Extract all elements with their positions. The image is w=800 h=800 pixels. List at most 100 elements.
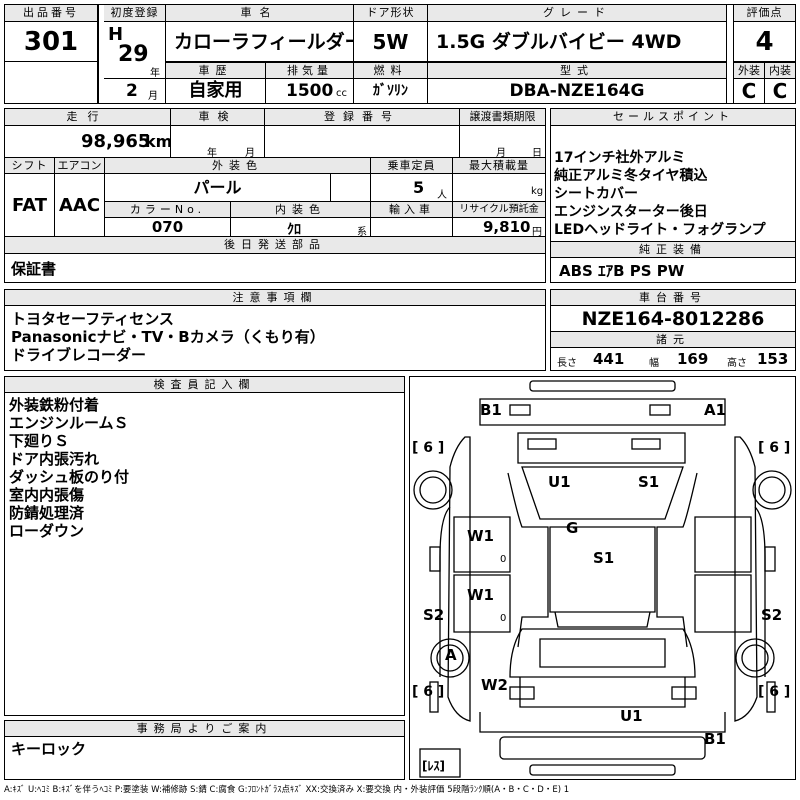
sales-point-item: シートカバー [554,186,638,202]
transfer-month-unit: 月 [496,148,506,158]
year-unit: 年 [150,68,160,79]
displacement-label: 排気量 [266,62,354,79]
capacity-label: 乗車定員 [371,158,453,174]
mileage-cell: 98,965 km [5,126,171,158]
caution-item: Panasonicナビ・TV・Bカメラ（くもり有） [11,328,325,346]
car-outline-diagram [413,380,792,778]
width-label: 幅 [649,358,659,369]
reg-month: 2 [126,81,138,101]
cautions-label: 注意事項欄 [5,290,545,306]
transfer-label: 譲渡書類期限 [460,109,545,126]
inspection-label: 車検 [171,109,265,126]
mileage-value: 98,965 [81,131,151,152]
mark-s1-roof: S1 [593,549,615,567]
intcolor-value: ｸﾛ [287,222,301,237]
recycle-cell: 9,810 円 [453,218,545,237]
mark-b1-front: B1 [480,401,502,419]
load-divider [452,158,453,237]
office-block: 事務局よりご案内 キーロック [4,720,405,780]
interior-value: C [764,79,795,103]
recycle-value: 9,810 [483,218,531,236]
first-registration-month: 2 月 [104,79,166,103]
door-type-value: 5W [354,22,428,62]
car-name-label: 車名 [166,5,354,22]
plate-label: 登録番号 [265,109,460,126]
chassis-value: NZE164-8012286 [551,306,795,332]
inspection-cell: 年 月 [171,126,265,158]
later-parts-value: 保証書 [11,260,57,278]
intcolor-unit: 系 [357,227,367,237]
import-cell [371,218,453,237]
details-block: 走行 98,965 km 車検 年 月 登録番号 譲渡書類期限 月 日 シフト … [4,108,546,254]
mark-g-windshield: G [566,519,579,537]
header-row-1: 出品番号 301 初度登録 H 29 年 2 月 車名 カローラフィールダー ド… [4,4,796,104]
lot-number-value: 301 [5,22,98,62]
ac-value: AAC [55,174,105,237]
inspector-item: 下廻りＳ [9,432,70,450]
cautions-block: 注意事項欄 トヨタセーフティセンス Panasonicナビ・TV・Bカメラ（くも… [4,289,546,371]
exterior-value: C [733,79,764,103]
displacement-value: 1500 [286,81,334,101]
car-diagram-panel: B1 A1 U1 S1 G S1 W1 0 W1 0 S2 S2 A W2 U1… [409,376,796,780]
transfer-day-unit: 日 [532,148,542,158]
mileage-unit: km [145,132,171,151]
recycle-label: リサイクル預託金 [453,202,545,218]
inspector-block: 検査員記入欄 外装鉄粉付着 エンジンルームＳ 下廻りＳ ドア内張汚れ ダッシュ板… [4,376,405,716]
score-value: 4 [733,22,795,62]
grade-value: 1.5G ダブルバイビー 4WD [428,22,727,62]
later-parts-label: 後日発送部品 [5,237,545,253]
transfer-cell: 月 日 [460,126,545,158]
mark-w1-rear-door: W1 [467,586,494,604]
mark-u1-rear: U1 [620,707,643,725]
history-label: 車歴 [166,62,266,79]
recycle-unit: 円 [532,227,542,237]
mark-a-wheel: A [445,646,457,664]
mark-s2-left: S2 [423,606,445,624]
caution-item: ドライブレコーダー [11,346,147,364]
sales-point-item: 純正アルミ冬タイヤ積込 [554,168,708,184]
inspector-item: 室内内張傷 [9,486,85,504]
inspector-item: 防錆処理済 [9,504,85,522]
month-unit: 月 [148,91,158,102]
mark-w1-front-door: W1 [467,527,494,545]
mark-s2-right: S2 [761,606,783,624]
interior-label: 内装 [764,62,795,79]
inspector-item: ダッシュ板のり付 [9,468,130,486]
inspector-item: ローダウン [9,522,85,540]
tire-depth-rear-left: [ 6 ] [412,684,445,700]
lot-blank-cell [5,62,98,103]
width-value: 169 [677,350,709,368]
mileage-label: 走行 [5,109,171,126]
chassis-block: 車台番号 NZE164-8012286 諸元 長さ 441 幅 169 高さ 1… [550,289,796,371]
inspection-month-unit: 月 [245,148,255,158]
mark-zero-front: 0 [500,554,507,565]
length-label: 長さ [557,358,577,369]
intcolor-label: 内装色 [231,202,371,218]
ac-label: エアコン [55,158,105,174]
fuel-value: ｶﾞｿﾘﾝ [354,79,428,103]
reg-year: 29 [118,42,149,67]
length-value: 441 [593,350,625,368]
sales-point-item: 17インチ社外アルミ [554,150,686,166]
exterior-label: 外装 [733,62,764,79]
later-parts-block: 保証書 [4,253,546,283]
sales-points-label: セールスポイント [551,109,795,126]
mark-a1-front: A1 [704,401,727,419]
equipment-label: 純正装備 [551,242,795,258]
displacement-cell: 1500 cc [266,79,354,103]
shift-value: FAT [5,174,55,237]
sales-points-block: セールスポイント 17インチ社外アルミ 純正アルミ冬タイヤ積込 シートカバー エ… [550,108,796,242]
color-value: パール [105,174,331,202]
door-type-label: ドア形状 [354,5,428,22]
spare-tire-mark: [ﾚｽ] [422,759,445,773]
model-label: 型式 [428,62,727,79]
capacity-cell: 5 人 [371,174,453,202]
mark-zero-rear: 0 [500,613,507,624]
car-name-value: カローラフィールダー [166,22,354,62]
office-value: キーロック [11,740,87,758]
equipment-block: 純正装備 ABS ｴｱB PS PW [550,241,796,283]
mark-s1-hood: S1 [638,473,660,491]
color-label: 外装色 [105,158,371,174]
displacement-unit: cc [336,88,347,99]
equipment-value: ABS ｴｱB PS PW [559,262,685,280]
